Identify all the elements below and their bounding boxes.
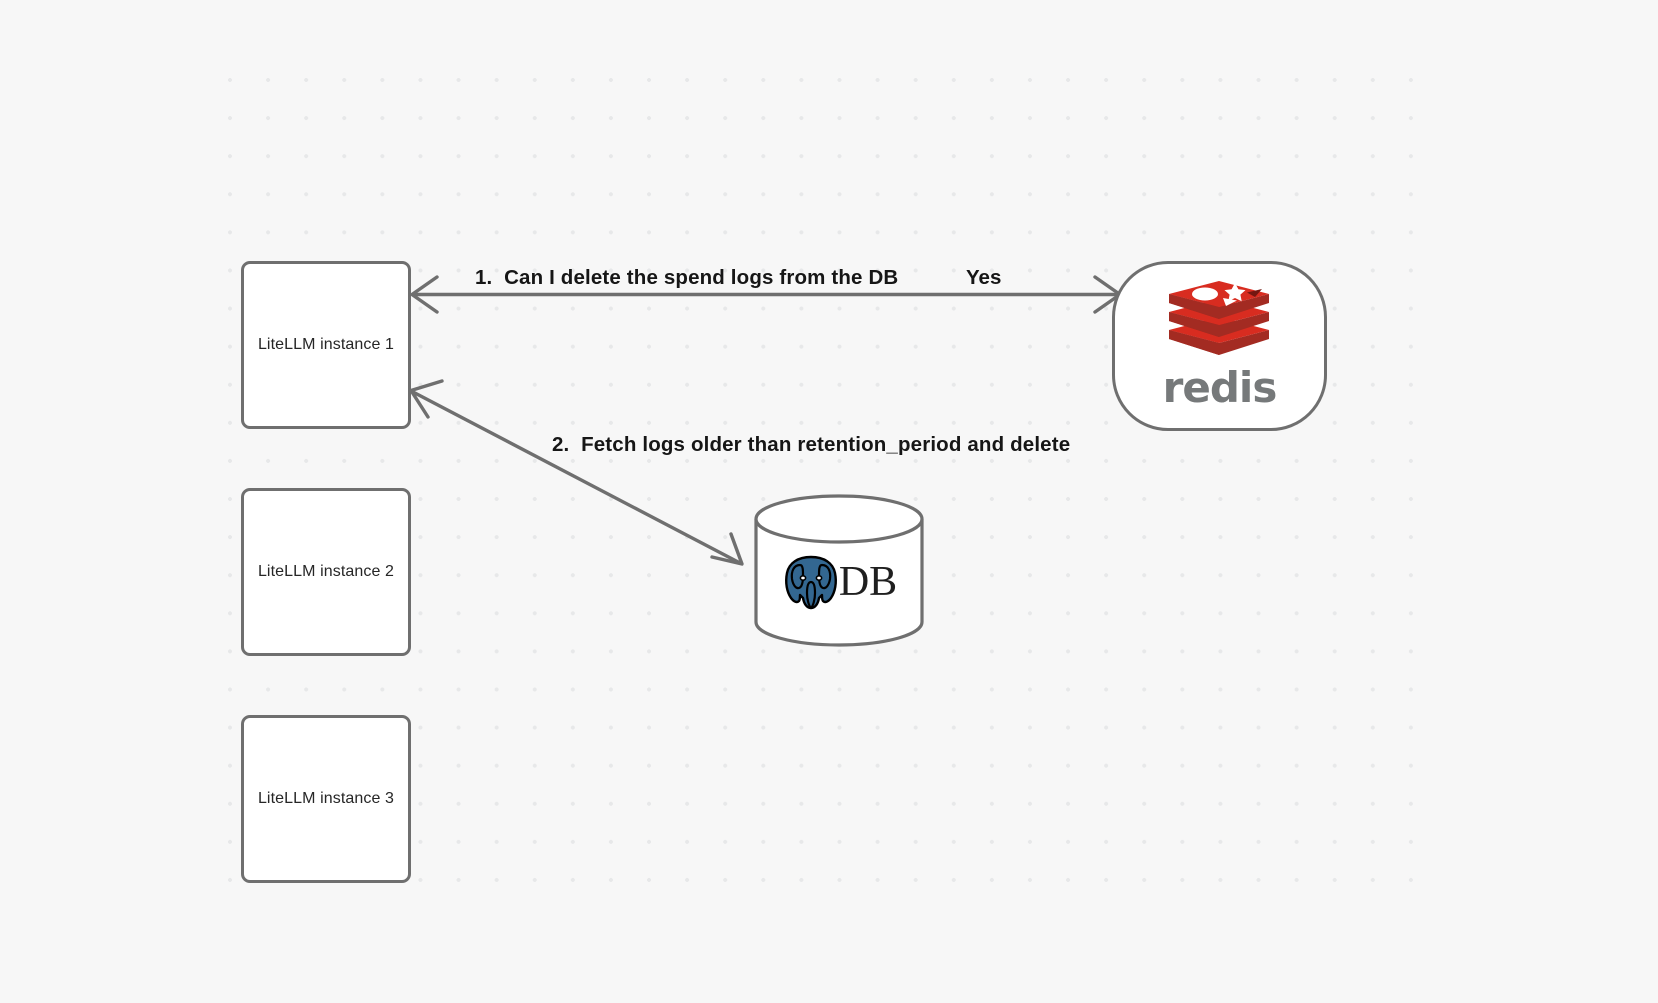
- node-litellm-instance-1-label: LiteLLM instance 1: [257, 336, 395, 353]
- database-cylinder-shape: [754, 494, 924, 647]
- redis-logo-wrap: redis: [1163, 281, 1277, 409]
- redis-logo-icon: [1169, 281, 1270, 355]
- database-label: DB: [838, 558, 898, 605]
- node-database[interactable]: DB: [753, 493, 925, 648]
- arrowhead-left: [410, 275, 439, 314]
- node-litellm-instance-2-label: LiteLLM instance 2: [257, 563, 395, 580]
- node-litellm-instance-1[interactable]: LiteLLM instance 1: [241, 261, 411, 429]
- database-label-wrap: DB: [753, 493, 925, 648]
- arrowhead-upper-left: [409, 379, 444, 419]
- arrowhead-lower-right: [710, 532, 744, 566]
- edge-2-label: 2. Fetch logs older than retention_perio…: [552, 433, 1071, 456]
- node-litellm-instance-2[interactable]: LiteLLM instance 2: [241, 488, 411, 656]
- edge-1-reply-label: Yes: [966, 266, 1002, 289]
- redis-wordmark: redis: [1162, 363, 1278, 412]
- postgresql-elephant-icon: [783, 554, 838, 610]
- edge-litellm1-to-db: [409, 379, 744, 566]
- node-litellm-instance-3[interactable]: LiteLLM instance 3: [241, 715, 411, 883]
- edge-1-label: 1. Can I delete the spend logs from the …: [475, 266, 899, 289]
- node-litellm-instance-3-label: LiteLLM instance 3: [257, 790, 395, 807]
- node-redis[interactable]: redis: [1112, 261, 1327, 431]
